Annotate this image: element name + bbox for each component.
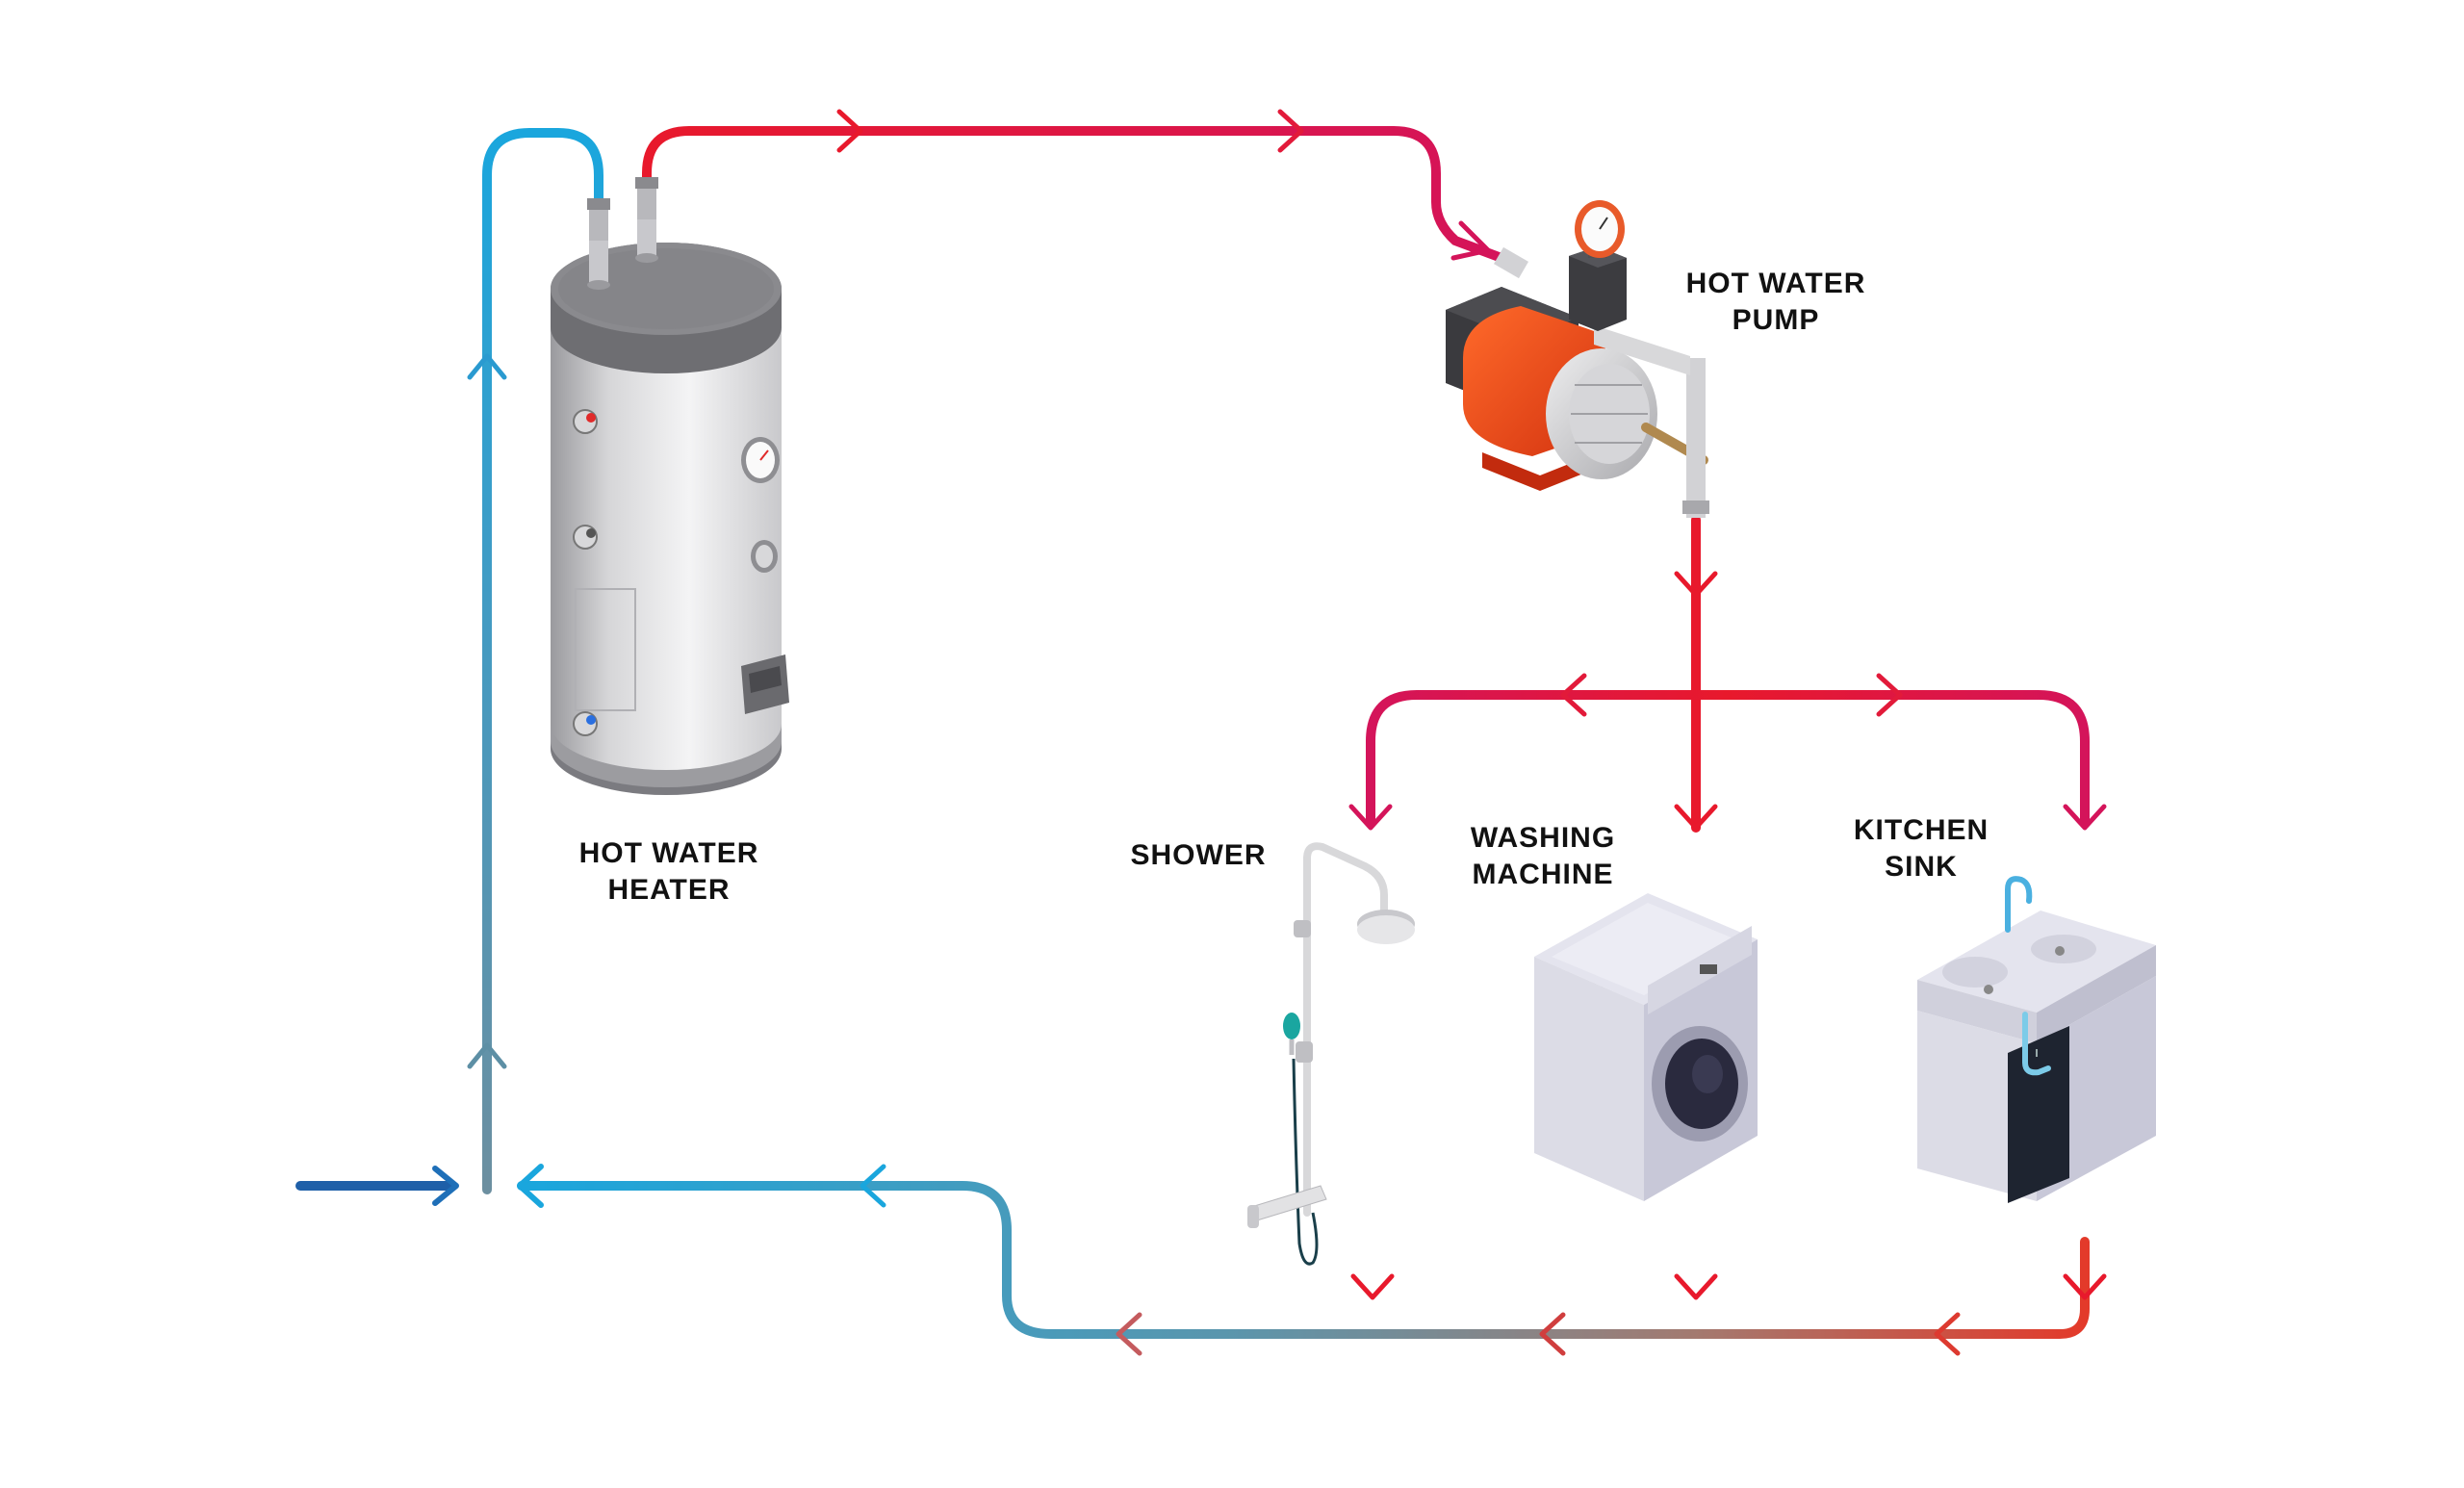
flow-arrow-left: [1539, 1312, 1566, 1356]
flow-arrow-up: [467, 1042, 507, 1069]
flow-arrow-down: [2063, 1273, 2107, 1300]
shower-fixture: [1247, 842, 1415, 1266]
washer-label-line-1: WASHING: [1470, 822, 1616, 854]
flow-arrow-up: [467, 353, 507, 380]
sink-label: KITCHEN SINK: [1835, 812, 2008, 885]
flow-arrow-right: [836, 109, 863, 153]
pump-label: HOT WATER PUMP: [1665, 266, 1886, 339]
return-pipe: [517, 1181, 2090, 1339]
washer-label-line-2: MACHINE: [1472, 859, 1614, 890]
flow-arrow-left: [1116, 1312, 1142, 1356]
pump-label-line-1: HOT WATER: [1685, 268, 1866, 299]
flow-arrow-left: [1560, 673, 1587, 717]
flow-arrow-down: [1674, 1273, 1718, 1300]
washer-label: WASHING MACHINE: [1440, 820, 1646, 893]
flow-arrow-left: [517, 1164, 544, 1208]
cold-riser-pipe: [482, 128, 603, 1194]
hot-branch-pipe: [1366, 690, 2090, 829]
pump-label-line-2: PUMP: [1732, 304, 1820, 336]
water-heater-tank: [551, 177, 789, 795]
hot-supply-pipe: [642, 126, 1506, 263]
flow-arrow-right: [432, 1166, 459, 1206]
kitchen-sink: [1917, 876, 2156, 1203]
shower-label-line-1: SHOWER: [1130, 839, 1267, 871]
sink-label-line-1: KITCHEN: [1853, 814, 1989, 846]
hot-water-pump: [1446, 200, 1709, 518]
flow-arrow-down: [1674, 571, 1718, 598]
heater-label: HOT WATER HEATER: [558, 835, 780, 909]
flow-arrow-right: [1876, 673, 1903, 717]
flow-arrow-right: [1450, 220, 1491, 261]
flow-arrow-left: [1934, 1312, 1961, 1356]
heater-label-line-2: HEATER: [607, 874, 731, 906]
flow-arrow-down: [1348, 804, 1393, 831]
sink-label-line-2: SINK: [1885, 851, 1958, 883]
flow-arrow-right: [1277, 109, 1304, 153]
flow-arrow-left: [860, 1164, 886, 1208]
flow-arrow-down: [2063, 804, 2107, 831]
shower-label: SHOWER: [1116, 837, 1280, 874]
flow-arrow-down: [1350, 1273, 1395, 1300]
heater-label-line-1: HOT WATER: [578, 837, 759, 869]
flow-arrow-down: [1674, 804, 1718, 831]
washing-machine: [1534, 893, 1758, 1201]
